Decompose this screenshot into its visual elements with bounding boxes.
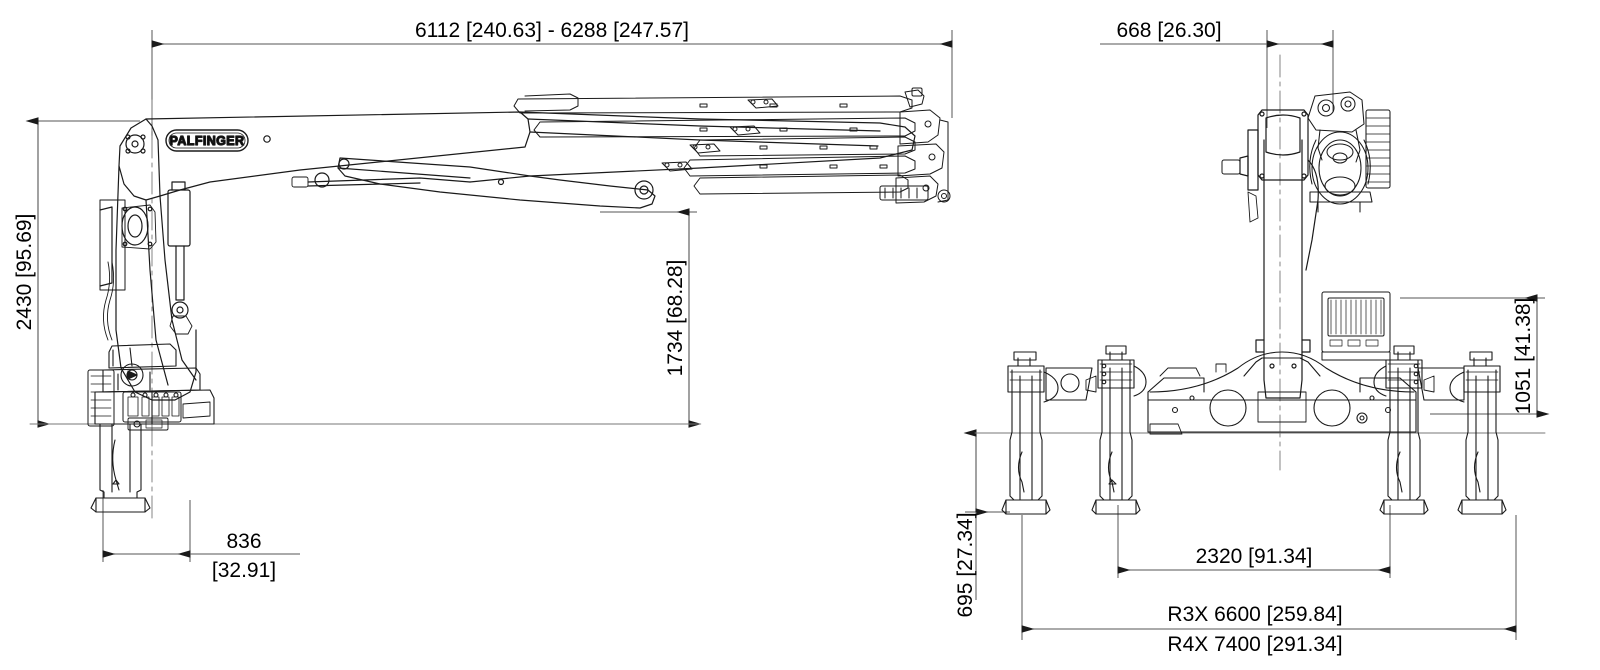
- dim-outrigger-stroke: 695 [27.34]: [954, 429, 1010, 618]
- dim-boom-tip-height-text: 1734 [68.28]: [664, 260, 687, 377]
- dim-outrigger-stroke-text: 695 [27.34]: [954, 512, 977, 617]
- outrigger-outer-right: [1417, 351, 1507, 515]
- outrigger-inner-left: [1085, 345, 1147, 515]
- boom-head-assembly: [879, 87, 951, 204]
- dim-column-width-text: 668 [26.30]: [1116, 19, 1221, 42]
- front-boom-head: [1307, 91, 1391, 213]
- boom-detail-holes: [125, 134, 330, 188]
- lift-cylinder: [167, 181, 193, 335]
- front-base-frame: [1147, 351, 1417, 435]
- palfinger-badge: [165, 129, 249, 152]
- dim-inner-outrigger-span: 2320 [91.34]: [1117, 505, 1391, 578]
- dim-outrigger-span-r4x-text: R4X 7400 [291.34]: [1167, 633, 1342, 656]
- dim-boom-length-text: 6112 [240.63] - 6288 [247.57]: [415, 19, 689, 42]
- front-elevation-view: [974, 54, 1546, 515]
- knuckle-cylinder: [291, 176, 471, 188]
- dim-frame-height-text: 1051 [41.38]: [1512, 298, 1535, 415]
- main-boom: [118, 111, 916, 201]
- boom-extensions: [513, 93, 916, 195]
- palfinger-logo-text: PALFINGER: [170, 134, 245, 148]
- dim-column-width: 668 [26.30]: [1100, 19, 1334, 128]
- dim-outrigger-span: R3X 6600 [259.84] R4X 7400 [291.34]: [1021, 515, 1517, 656]
- crane-column: [99, 165, 197, 401]
- dim-base-width-metric: 836: [226, 530, 261, 553]
- dim-base-width-imperial: [32.91]: [212, 559, 276, 582]
- front-column: [1221, 109, 1319, 399]
- dim-boom-tip-height: 1734 [68.28]: [175, 208, 702, 428]
- side-outrigger-leg: [90, 423, 151, 513]
- outrigger-inner-right: [1373, 345, 1435, 515]
- dimension-network: 6112 [240.63] - 6288 [247.57] 2430 [95.6…: [13, 19, 1550, 656]
- outer-boom: [337, 157, 656, 209]
- front-control-box: [1321, 291, 1391, 361]
- dim-boom-length: 6112 [240.63] - 6288 [247.57]: [151, 19, 953, 140]
- side-elevation-view: PALFINGER: [29, 87, 951, 521]
- dim-overall-height-text: 2430 [95.69]: [13, 214, 36, 331]
- dim-frame-height: 1051 [41.38]: [1400, 294, 1550, 418]
- crane-base-frame: [87, 343, 215, 431]
- dim-outrigger-span-r3x-text: R3X 6600 [259.84]: [1167, 603, 1342, 626]
- hydraulic-hoses: [103, 261, 115, 341]
- dim-base-width: 836 [32.91]: [102, 490, 300, 582]
- dim-inner-outrigger-span-text: 2320 [91.34]: [1196, 545, 1313, 568]
- outrigger-outer-left: [1001, 351, 1093, 515]
